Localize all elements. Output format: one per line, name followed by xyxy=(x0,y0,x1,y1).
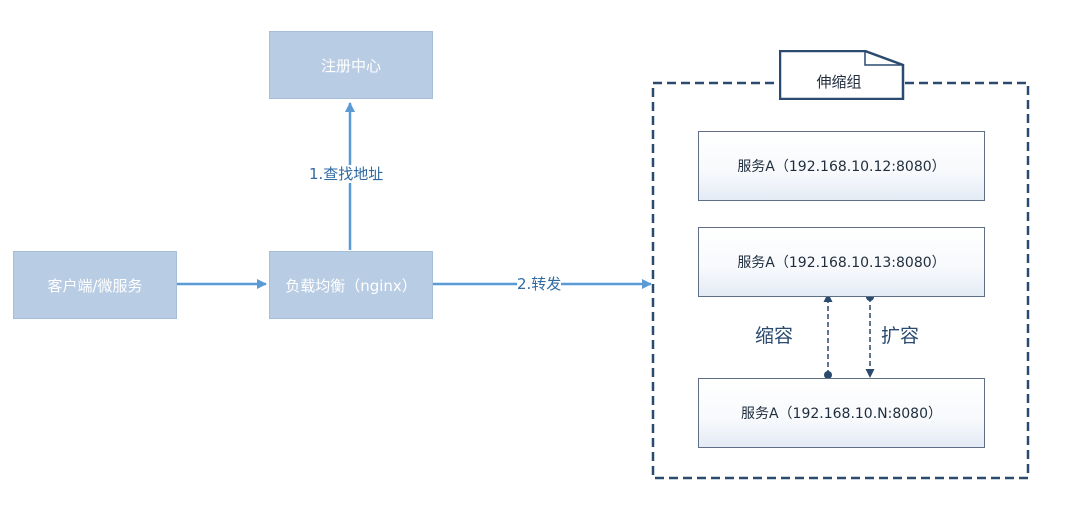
service-a2-label: 服务A（192.168.10.13:8080） xyxy=(737,255,946,271)
registry-node[interactable]: 注册中心 xyxy=(269,31,433,99)
service-a2-node[interactable]: 服务A（192.168.10.13:8080） xyxy=(698,227,985,297)
load-balancer-label: 负载均衡（nginx） xyxy=(285,276,417,295)
load-balancer-node[interactable]: 负载均衡（nginx） xyxy=(269,251,433,319)
service-a1-node[interactable]: 服务A（192.168.10.12:8080） xyxy=(698,131,985,201)
edge-label-scale-in: 缩容 xyxy=(755,325,794,347)
scale-in-origin-dot xyxy=(824,371,832,379)
scaling-group-tab xyxy=(779,50,905,100)
service-an-label: 服务A（192.168.10.N:8080） xyxy=(740,406,942,422)
service-a1-label: 服务A（192.168.10.12:8080） xyxy=(737,159,946,175)
edge-label-scale-out: 扩容 xyxy=(881,325,920,347)
edge-label-lookup: 1.查找地址 xyxy=(309,165,384,183)
scaling-group-label: 伸缩组 xyxy=(816,72,862,91)
edge-label-forward: 2.转发 xyxy=(517,275,562,293)
client-node[interactable]: 客户端/微服务 xyxy=(13,251,177,319)
registry-label: 注册中心 xyxy=(320,56,381,75)
service-an-node[interactable]: 服务A（192.168.10.N:8080） xyxy=(698,378,985,448)
client-label: 客户端/微服务 xyxy=(47,276,143,295)
